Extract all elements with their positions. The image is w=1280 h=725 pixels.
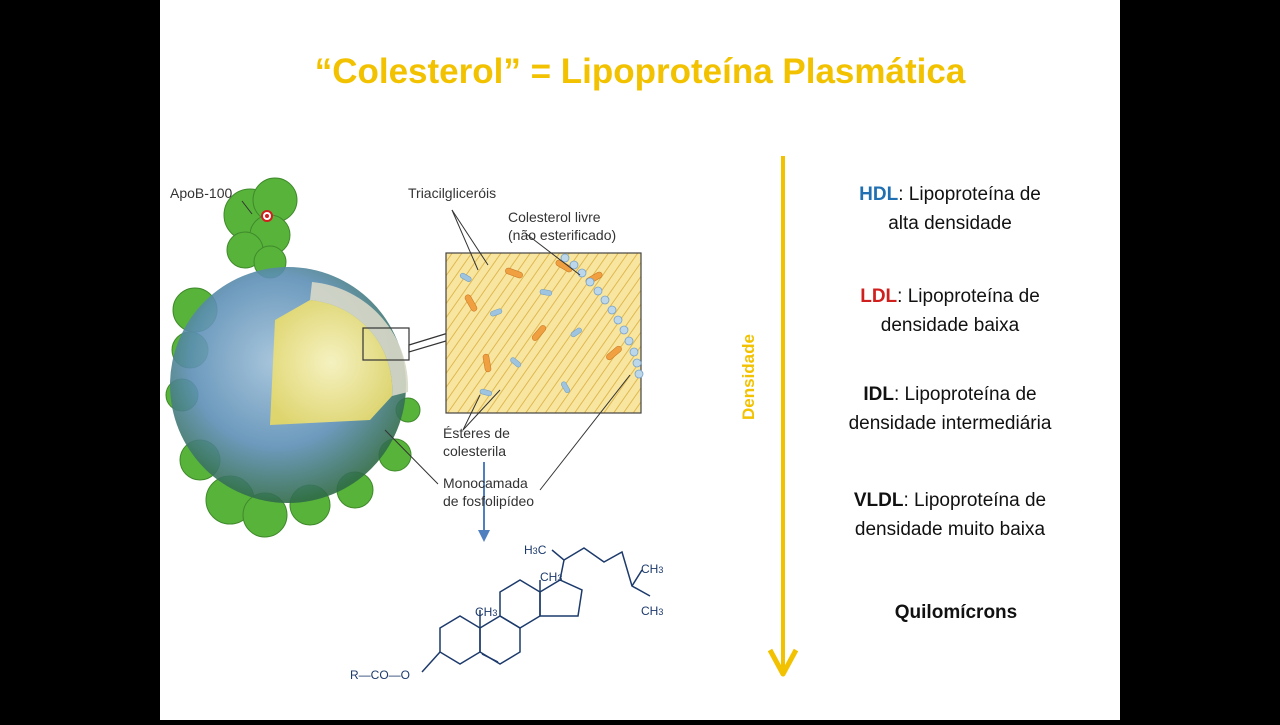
monocamada-label-1: Monocamada [443, 475, 528, 491]
density-arrow [767, 156, 799, 677]
detail-panel [445, 252, 642, 414]
lipoprotein-figure: ApoB-100 Triacilgliceróis Colesterol liv… [160, 0, 1120, 720]
slide-title: “Colesterol” = Lipoproteína Plasmática [314, 52, 966, 91]
ch3-label-d: CH3 [641, 604, 664, 618]
apob-label: ApoB-100 [170, 185, 233, 201]
ch3-label-c: CH3 [641, 562, 664, 576]
ester-label: R—CO—O [350, 668, 410, 682]
slide: “Colesterol” = Lipoproteína Plasmática [160, 0, 1120, 720]
density-axis-label: Densidade [739, 334, 758, 420]
ldl-abbr: LDL [860, 286, 898, 307]
ch3-label-b: CH3 [475, 605, 498, 619]
core-cutaway [270, 300, 393, 425]
ldl-entry: LDL: Lipoproteína de densidade baixa [860, 286, 1040, 336]
esteres-label-1: Ésteres de [443, 425, 510, 441]
colesterol-livre-label-1: Colesterol livre [508, 209, 601, 225]
quilomicrons-entry: Quilomícrons [806, 598, 1106, 627]
hdl-entry: HDL: Lipoproteína de alta densidade [859, 184, 1041, 234]
hdl-abbr: HDL [859, 184, 899, 205]
esteres-label-2: colesterila [443, 443, 507, 459]
monocamada-label-2: de fosfolipídeo [443, 493, 535, 509]
h3c-label: H3C [524, 543, 547, 557]
idl-entry: IDL: Lipoproteína de densidade intermedi… [848, 384, 1052, 434]
vldl-abbr: VLDL [853, 490, 904, 511]
idl-abbr: IDL [863, 384, 894, 405]
vldl-entry: VLDL: Lipoproteína de densidade muito ba… [853, 490, 1047, 540]
triacil-label: Triacilgliceróis [408, 185, 497, 201]
quilomicrons-abbr: Quilomícrons [894, 602, 1018, 623]
cholesterol-molecule [421, 547, 651, 673]
ch3-label-a: CH3 [540, 570, 563, 584]
phospholipid-shell [310, 282, 409, 396]
colesterol-livre-label-2: (não esterificado) [508, 227, 617, 243]
lipoprotein-illustration [165, 177, 651, 673]
